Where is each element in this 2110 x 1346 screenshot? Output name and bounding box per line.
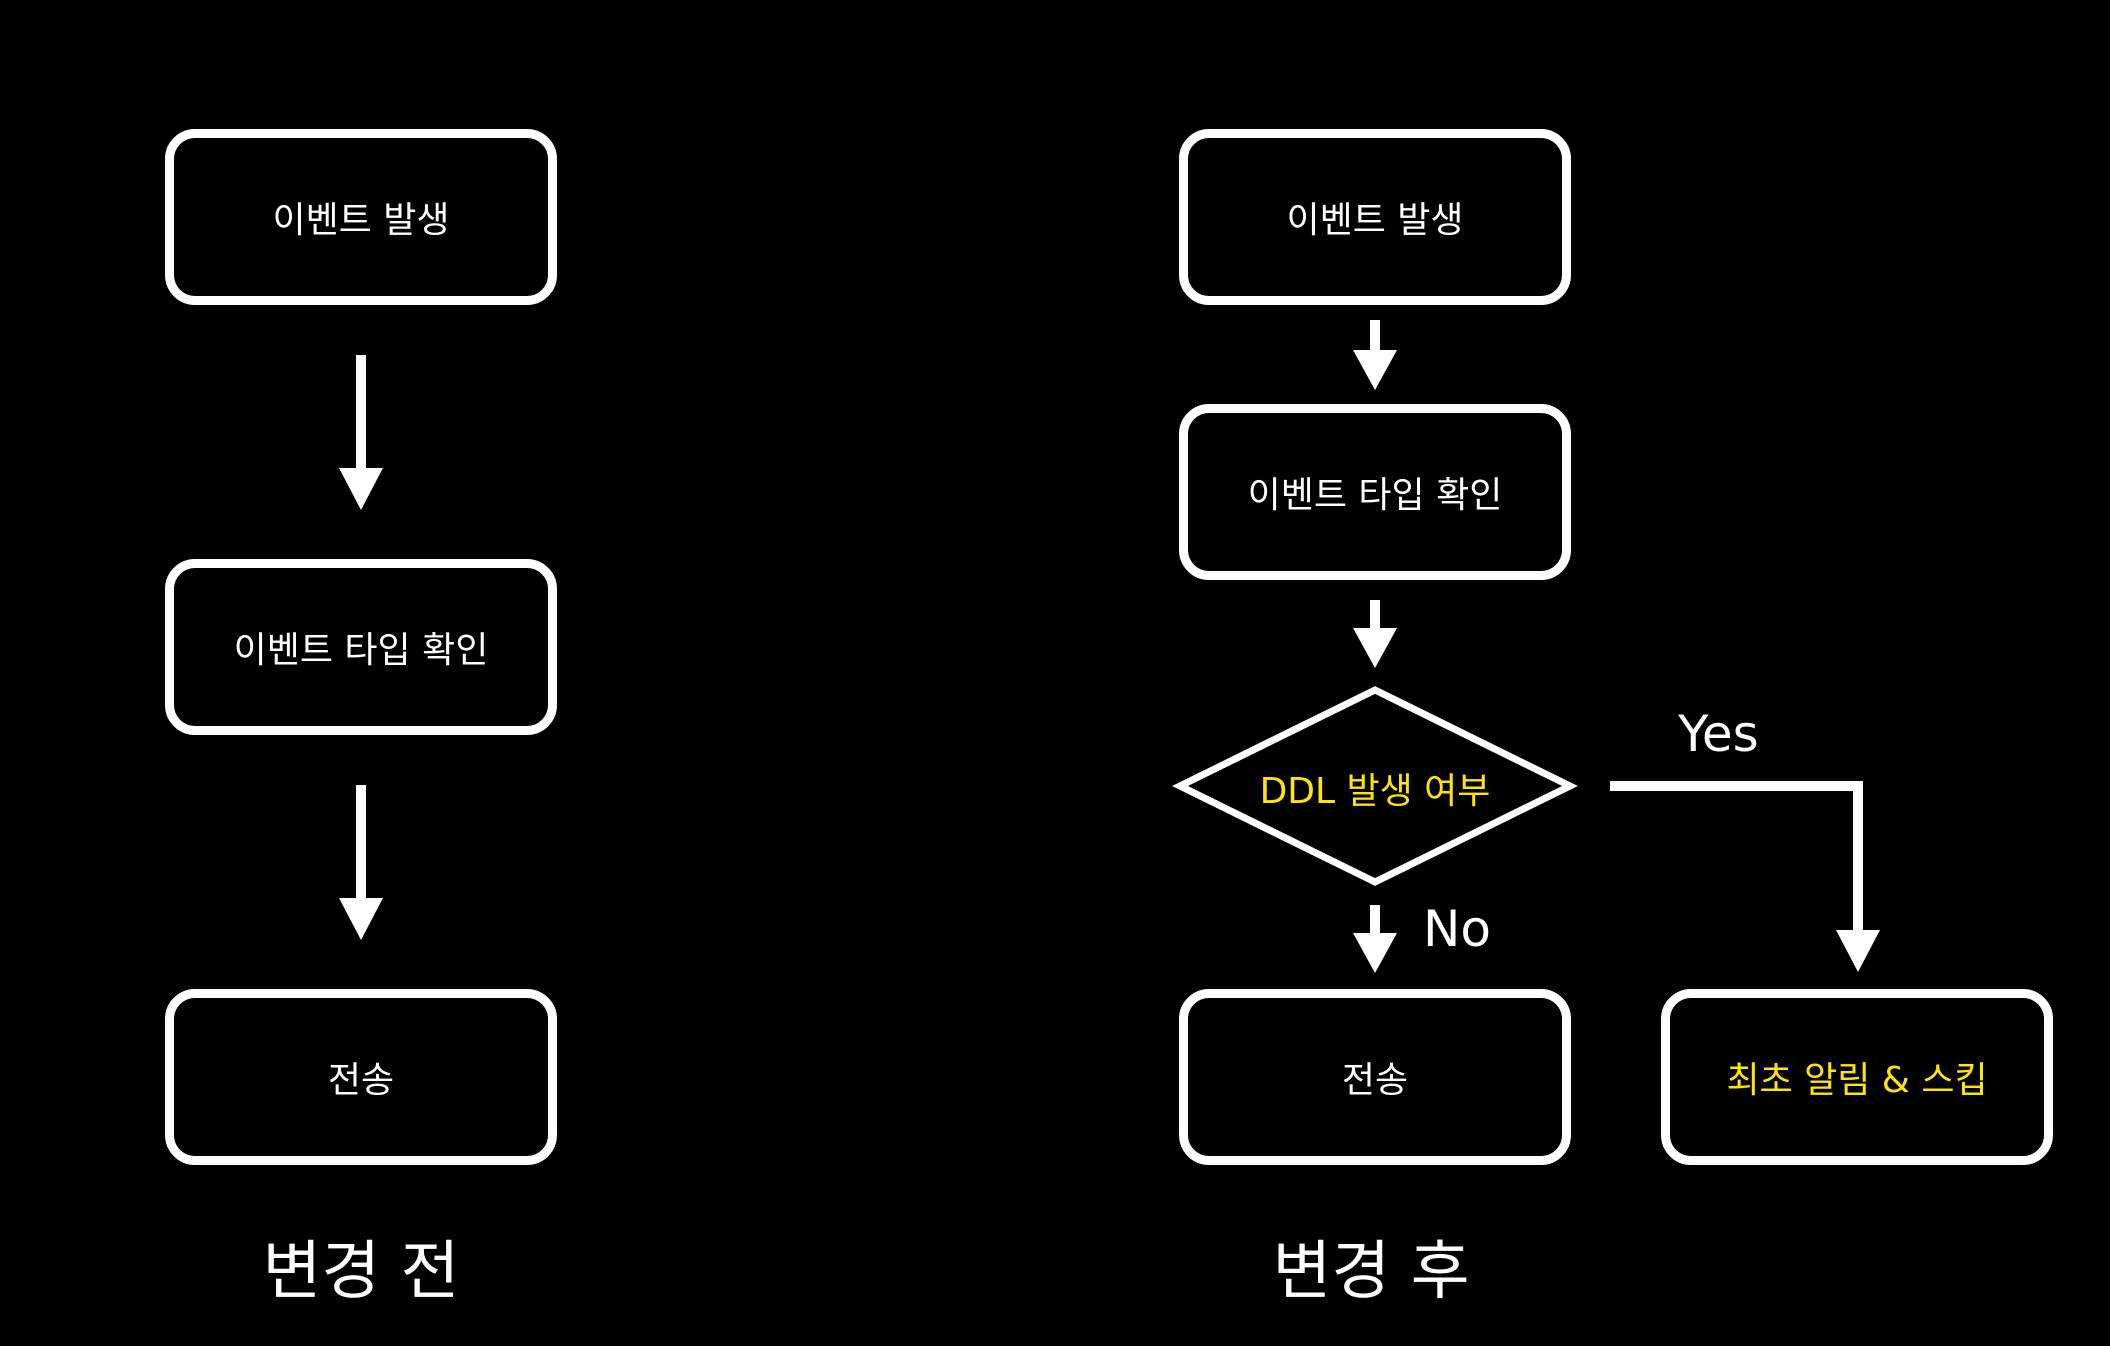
before-type-check-label: 이벤트 타입 확인 [233,630,489,671]
before-event-label: 이벤트 발생 [272,200,450,241]
yes-label: Yes [1678,705,1759,763]
after-arrow-type-to-decision [1353,600,1397,668]
before-arrow-event-to-type [339,355,383,510]
after-event-box: 이벤트 발생 [1179,129,1571,305]
after-arrow-no-branch [1353,905,1397,973]
before-send-box: 전송 [165,989,557,1165]
after-send-label: 전송 [1341,1060,1409,1101]
decision-label: DDL 발생 여부 [1259,771,1491,812]
before-caption: 변경 전 [262,1235,460,1309]
no-label: No [1423,900,1491,958]
before-type-check-box: 이벤트 타입 확인 [165,559,557,735]
after-send-box: 전송 [1179,989,1571,1165]
after-skip-box: 최초 알림 & 스킵 [1661,989,2053,1165]
before-send-label: 전송 [327,1060,395,1101]
after-arrow-event-to-type [1353,320,1397,390]
before-arrow-type-to-send [339,785,383,940]
after-skip-label: 최초 알림 & 스킵 [1726,1060,1988,1101]
before-event-box: 이벤트 발생 [165,129,557,305]
after-caption: 변경 후 [1272,1235,1470,1309]
after-event-label: 이벤트 발생 [1286,200,1464,241]
decision-diamond [1172,686,1578,886]
after-type-check-label: 이벤트 타입 확인 [1247,475,1503,516]
after-arrow-yes-branch [1610,781,1880,972]
after-type-check-box: 이벤트 타입 확인 [1179,404,1571,580]
